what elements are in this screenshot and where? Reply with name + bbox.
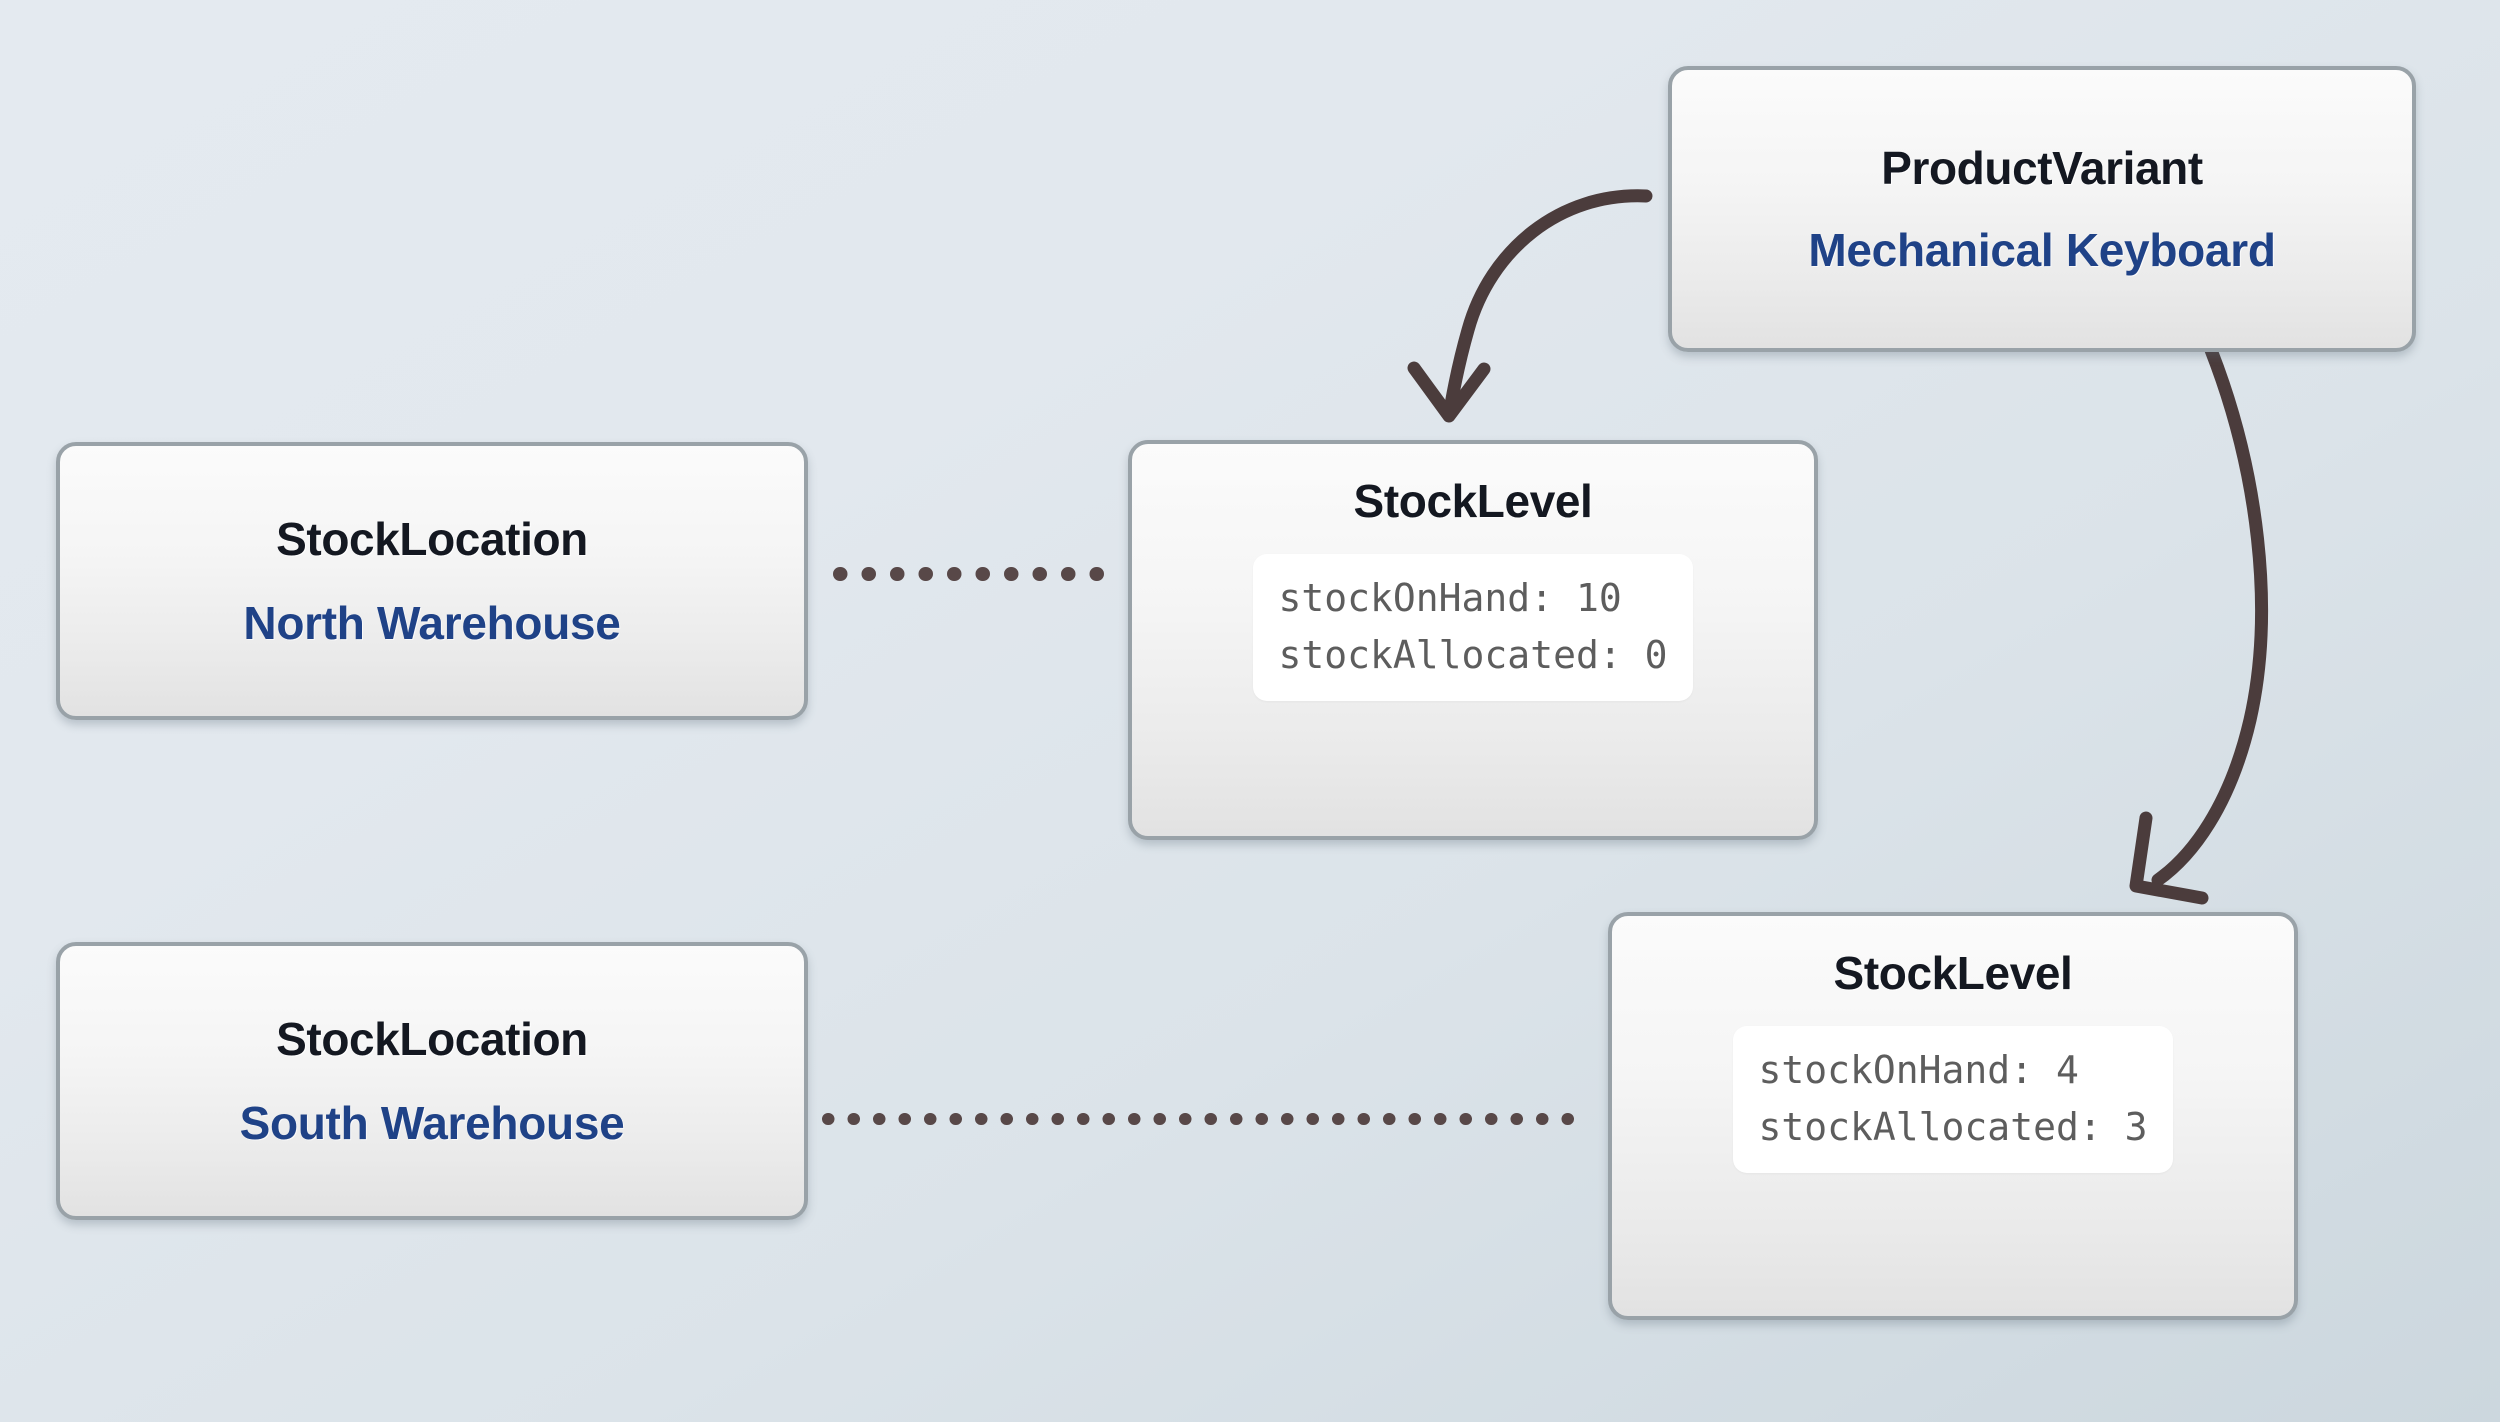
node-stock-location-north-title: StockLocation	[276, 513, 588, 565]
node-stock-location-north[interactable]: StockLocation North Warehouse	[56, 442, 808, 720]
node-stock-level-south[interactable]: StockLevel stockOnHand: 4 stockAllocated…	[1608, 912, 2298, 1320]
edge-product-variant-to-stock-level-north	[1407, 189, 1653, 423]
node-stock-level-south-attributes: stockOnHand: 4 stockAllocated: 3	[1732, 1026, 2174, 1174]
node-stock-level-north-attributes: stockOnHand: 10 stockAllocated: 0	[1252, 554, 1694, 702]
node-stock-level-north[interactable]: StockLevel stockOnHand: 10 stockAllocate…	[1128, 440, 1818, 840]
attribute-stock-on-hand: stockOnHand: 10	[1278, 576, 1622, 620]
node-stock-location-south-title: StockLocation	[276, 1013, 588, 1065]
attribute-stock-allocated: stockAllocated: 3	[1758, 1104, 2148, 1149]
node-stock-level-south-title: StockLevel	[1833, 947, 2073, 999]
node-stock-location-south[interactable]: StockLocation South Warehouse	[56, 942, 808, 1220]
node-product-variant-subtitle: Mechanical Keyboard	[1808, 224, 2276, 276]
attribute-stock-on-hand: stockOnHand: 4	[1758, 1048, 2079, 1092]
node-product-variant[interactable]: ProductVariant Mechanical Keyboard	[1668, 66, 2416, 352]
edge-product-variant-to-stock-level-south	[2129, 343, 2268, 905]
node-product-variant-title: ProductVariant	[1881, 142, 2203, 194]
attribute-stock-allocated: stockAllocated: 0	[1278, 632, 1668, 677]
node-stock-level-north-title: StockLevel	[1353, 475, 1593, 527]
node-stock-location-north-subtitle: North Warehouse	[243, 597, 621, 649]
node-stock-location-south-subtitle: South Warehouse	[239, 1097, 625, 1149]
